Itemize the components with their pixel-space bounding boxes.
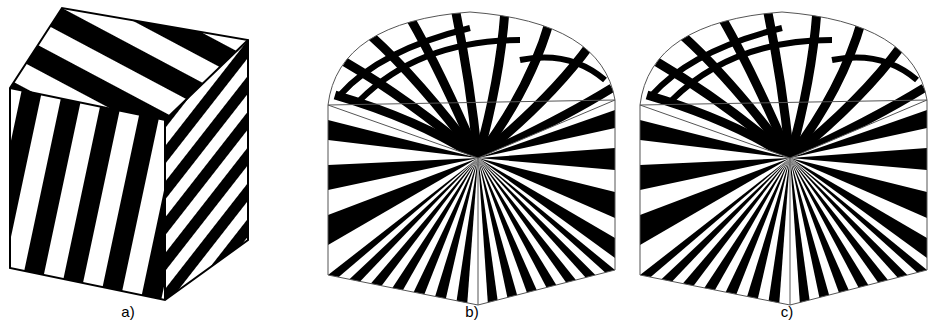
panel-label: c) (781, 304, 794, 319)
panel-label: a) (121, 304, 134, 319)
striped-cube (10, 8, 248, 300)
deformed-cube (328, 8, 615, 305)
panel-label: b) (465, 304, 478, 319)
deformed-cube (640, 8, 927, 305)
